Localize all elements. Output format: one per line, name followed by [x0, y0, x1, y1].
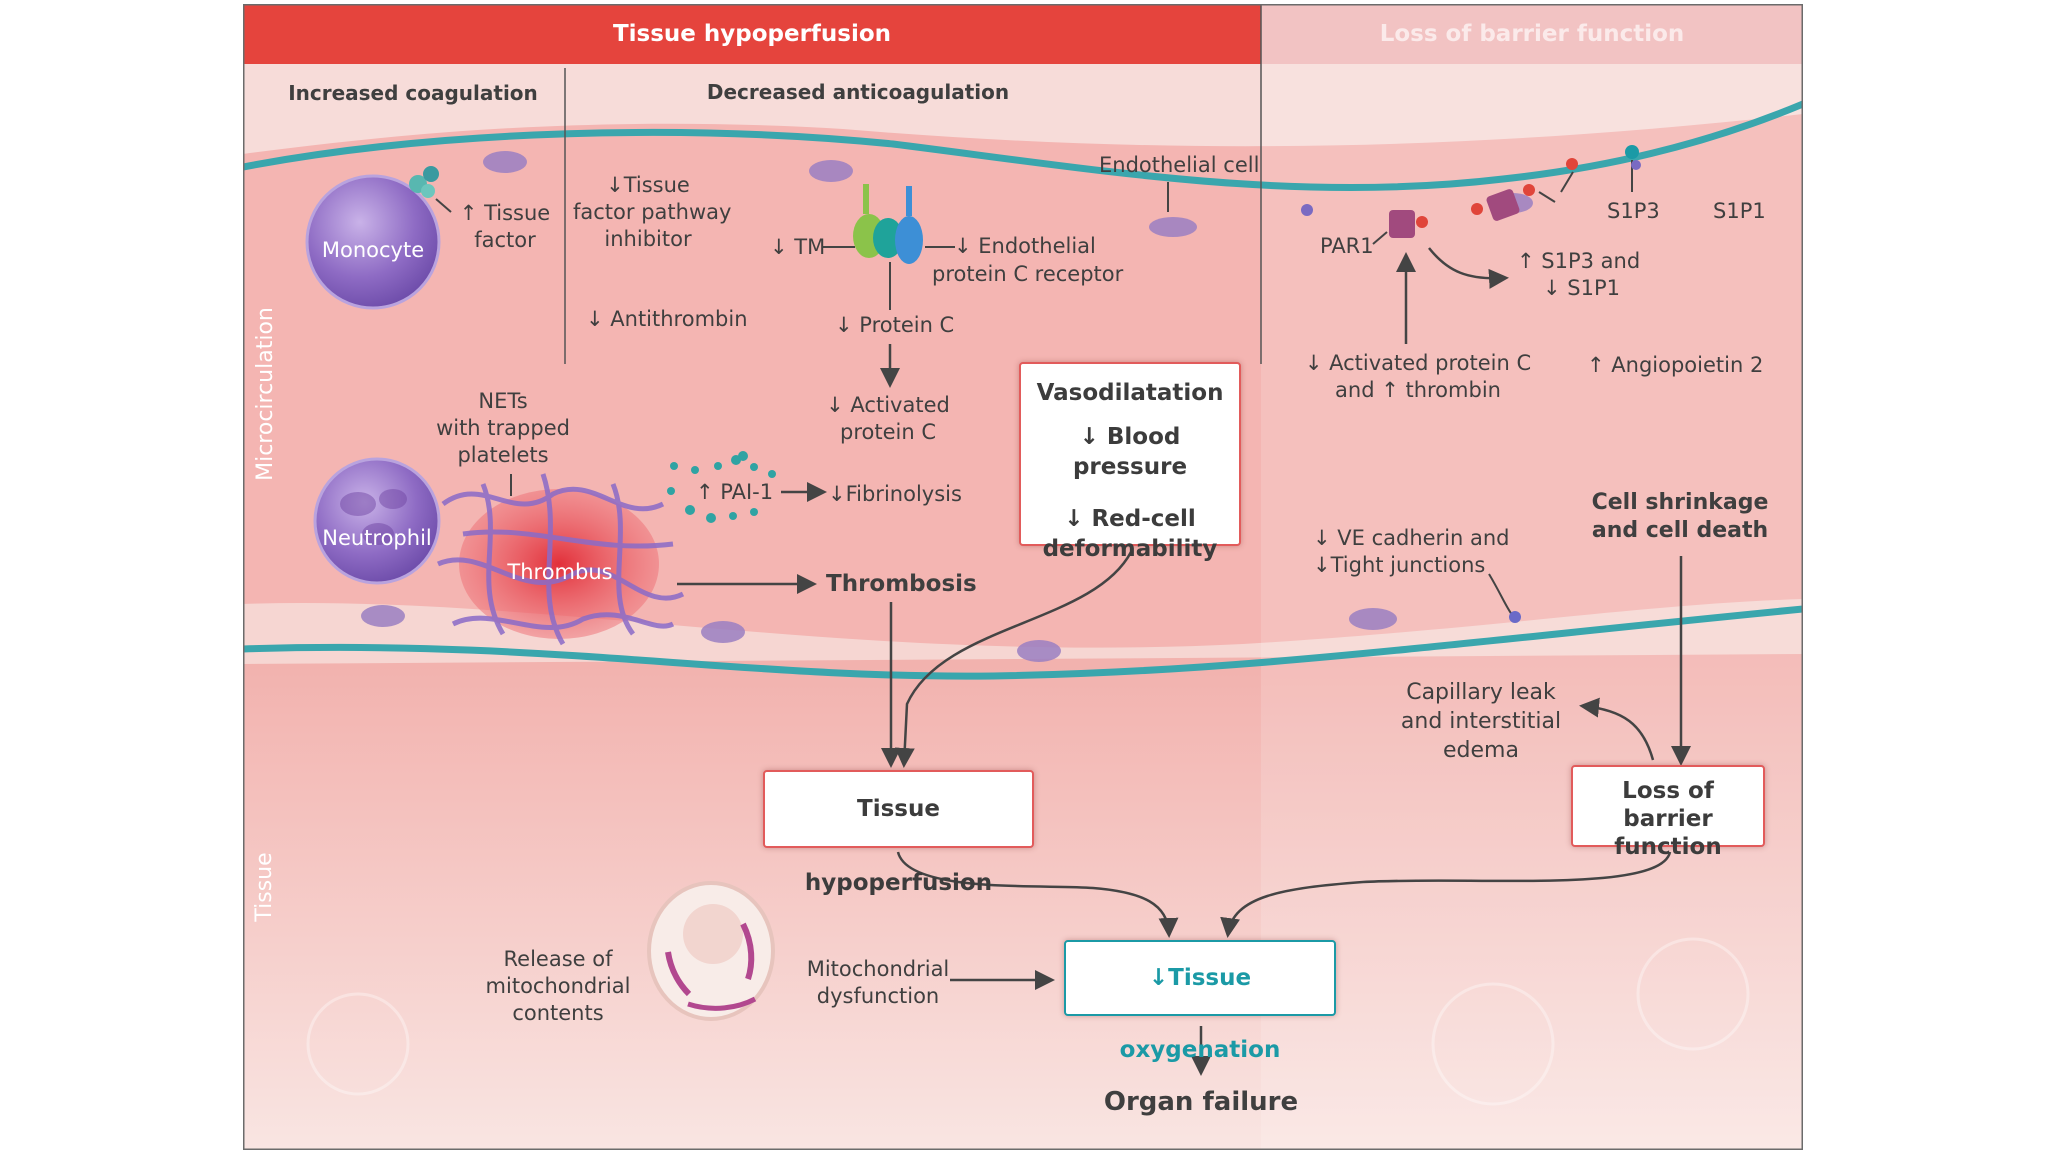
- neutrophil-nucleus: [340, 489, 407, 545]
- membrane-particle-2: [1631, 160, 1641, 170]
- barrier-to-oxygenation-arrow: [1220, 851, 1672, 938]
- pai1-label: ↑ PAI-1: [696, 480, 774, 504]
- vasodilatation-box: Vasodilatation ↓ Blood pressure ↓ Red-ce…: [1019, 362, 1241, 562]
- neutrophil-cell: [313, 457, 441, 585]
- hypoperfusion-to-oxygenation-arrow: [896, 851, 1179, 938]
- tissue-cell-mitochondria: [647, 881, 775, 1021]
- par1-receptor: [1389, 210, 1428, 238]
- thrombus-label: Thrombus: [507, 560, 613, 584]
- background-tissue-cells: [306, 937, 1750, 1106]
- tissue-factor-pointer: [435, 198, 452, 213]
- subheader-decreased-anticoagulation: Decreased anticoagulation: [706, 80, 1010, 104]
- pai1-molecules: [667, 451, 776, 523]
- fibrinolysis-label: ↓Fibrinolysis: [828, 482, 962, 506]
- antithrombin-label: ↓ Antithrombin: [586, 307, 748, 331]
- header-bar-left: [243, 4, 1261, 64]
- s1p1-label: S1P1: [1713, 199, 1766, 223]
- s1p3-ligand: [1566, 158, 1578, 170]
- upper-endothelium-line: [243, 100, 1803, 192]
- side-label-tissue: Tissue: [252, 852, 277, 922]
- header-bar-right: [1261, 4, 1803, 64]
- par1-to-s1p3-arrow: [1428, 247, 1509, 289]
- barrier-to-leak-arrow: [1579, 697, 1655, 761]
- organ-failure-label: Organ failure: [1103, 1087, 1299, 1117]
- junction-molecule: [1509, 611, 1521, 623]
- diagram-artwork: [243, 4, 1803, 1150]
- side-label-microcirculation: Microcirculation: [253, 307, 278, 481]
- thrombus-mass: [459, 489, 659, 639]
- monocyte-label: Monocyte: [321, 238, 425, 262]
- endothelial-nuclei: [361, 151, 1533, 662]
- s1p3-s1p1-label: ↑ S1P3 and↓ S1P1: [1517, 249, 1641, 300]
- monocyte-cell: [305, 174, 441, 310]
- tissue-background: [243, 654, 1803, 1150]
- protein-c-label: ↓ Protein C: [835, 313, 955, 337]
- thrombosis-label: Thrombosis: [826, 571, 977, 597]
- s1p3-receptor: [1471, 184, 1535, 221]
- figure-border: [243, 4, 1803, 1150]
- subheader-increased-coagulation: Increased coagulation: [288, 81, 538, 105]
- neutrophil-label: Neutrophil: [322, 526, 432, 550]
- tissue-factor-molecule: [409, 166, 439, 198]
- s1p3-pointer: [1538, 191, 1556, 203]
- thrombomodulin-complex: [853, 184, 923, 264]
- vaso-to-hypoperfusion-arrow: [894, 551, 1133, 768]
- tissue-hypoperfusion-box: Tissue hypoperfusion: [763, 770, 1034, 896]
- header-loss-of-barrier: Loss of barrier function: [1379, 21, 1685, 47]
- upper-vessel-wall: [243, 64, 1803, 154]
- membrane-particle: [1301, 204, 1313, 216]
- barrier-panel-tint: [1261, 64, 1803, 1150]
- figure: Tissue hypoperfusion Loss of barrier fun…: [243, 4, 1803, 1150]
- par1-label: PAR1: [1320, 234, 1374, 258]
- angiopoietin-label: ↑ Angiopoietin 2: [1587, 353, 1764, 377]
- endothelial-cell-label: Endothelial cell: [1099, 153, 1260, 177]
- s1p1-receptor: [1625, 145, 1639, 159]
- ve-cadherin-label: ↓ VE cadherin and↓Tight junctions: [1313, 526, 1510, 577]
- par1-pointer: [1372, 231, 1388, 245]
- tm-label: ↓ TM: [770, 235, 826, 259]
- tissue-oxygenation-box: ↓Tissue oxygenation: [1064, 940, 1336, 1063]
- s1p3-label: S1P3: [1607, 199, 1660, 223]
- header-tissue-hypoperfusion: Tissue hypoperfusion: [612, 21, 892, 47]
- net-fibers: [436, 473, 685, 646]
- lower-endothelium-line: [243, 605, 1803, 680]
- s1p3-ligand-pointer: [1560, 171, 1574, 193]
